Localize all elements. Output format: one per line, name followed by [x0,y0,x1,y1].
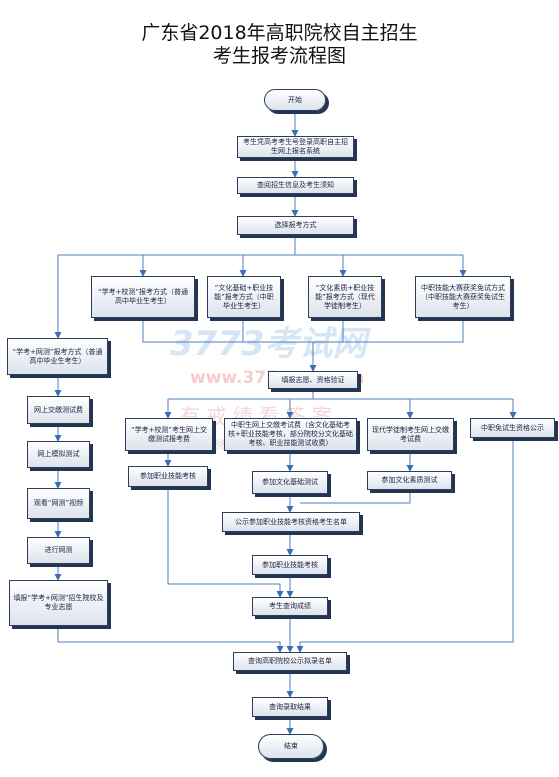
wc-fill-node: 填报“学考+网测”招生院校及专业志愿 [9,580,108,626]
diagram-title: 广东省2018年高职院校自主招生 考生报考流程图 [0,22,559,68]
title-line-2: 考生报考流程图 [212,45,346,67]
scores-node: 考生查询成绩 [252,597,328,616]
mode-xkwc-node: “学考+网测”报考方式（普通高中毕业生考生） [7,338,108,375]
sub-xd-node: 现代学徒制考生网上交缴考试费 [367,418,454,451]
edge-modes-merge [142,318,464,343]
sub-mianshi-node: 中职免试生资格公示 [470,418,555,438]
wc-pay-node: 网上交缴测试费 [27,396,90,424]
choose-node: 选择报考方式 [237,216,354,235]
admit-list-node: 查询高职院校公示拟录名单 [233,652,347,671]
sub-zz-node: 中职生网上交缴考试费（含文化基础考核+职业技能考核，部分院校分文化基础考核、职业… [224,418,357,451]
wc-test-node: 网上模拟测试 [27,441,90,468]
wh-test-node: 参加文化基础测试 [252,471,328,494]
consult-node: 查阅招生信息及考生须知 [237,177,354,194]
jn-test-node: 参加职业技能考核 [128,466,208,487]
edge-mianshi-admit [296,438,514,653]
title-line-1: 广东省2018年高职院校自主招生 [141,22,418,44]
edge-jn-scores [167,487,284,598]
end-node: 结束 [258,734,324,759]
login-node: 考生凭高考考生号登录高职自主招生网上报名系统 [237,136,354,158]
apply-node: 填报志愿、资格验证 [268,371,358,389]
wc-video-node: 观看“网测”视频 [27,488,90,519]
mode-xkxc-node: “学考+校测”报考方式（普通高中毕业生考生） [91,276,195,318]
mode-whzy-node: “文化基础+职业技能”报考方式（中职毕业生考生） [207,276,281,318]
start-node: 开始 [264,89,326,111]
wc-do-node: 进行网测 [27,537,90,564]
publicize-node: 公示参加职业技能考核资格考生名单 [222,512,360,532]
sz-test-node: 参加文化素质测试 [367,471,452,490]
edge-sz-publicize [300,490,411,504]
admit-result-node: 查询录取结果 [252,697,328,717]
mode-jn-node: 中职技能大赛获奖免试方式（中职技能大赛获奖免试生考生） [415,276,511,318]
mode-whzf-node: “文化素质+职业技能”报考方式（现代学徒制考生） [308,276,382,318]
zy-test-node: 参加职业技能考核 [252,555,328,575]
edge-wcfill-admit [57,626,284,653]
sub-xkxc-node: “学考+校测”考生网上交缴测试报考费 [125,418,213,451]
